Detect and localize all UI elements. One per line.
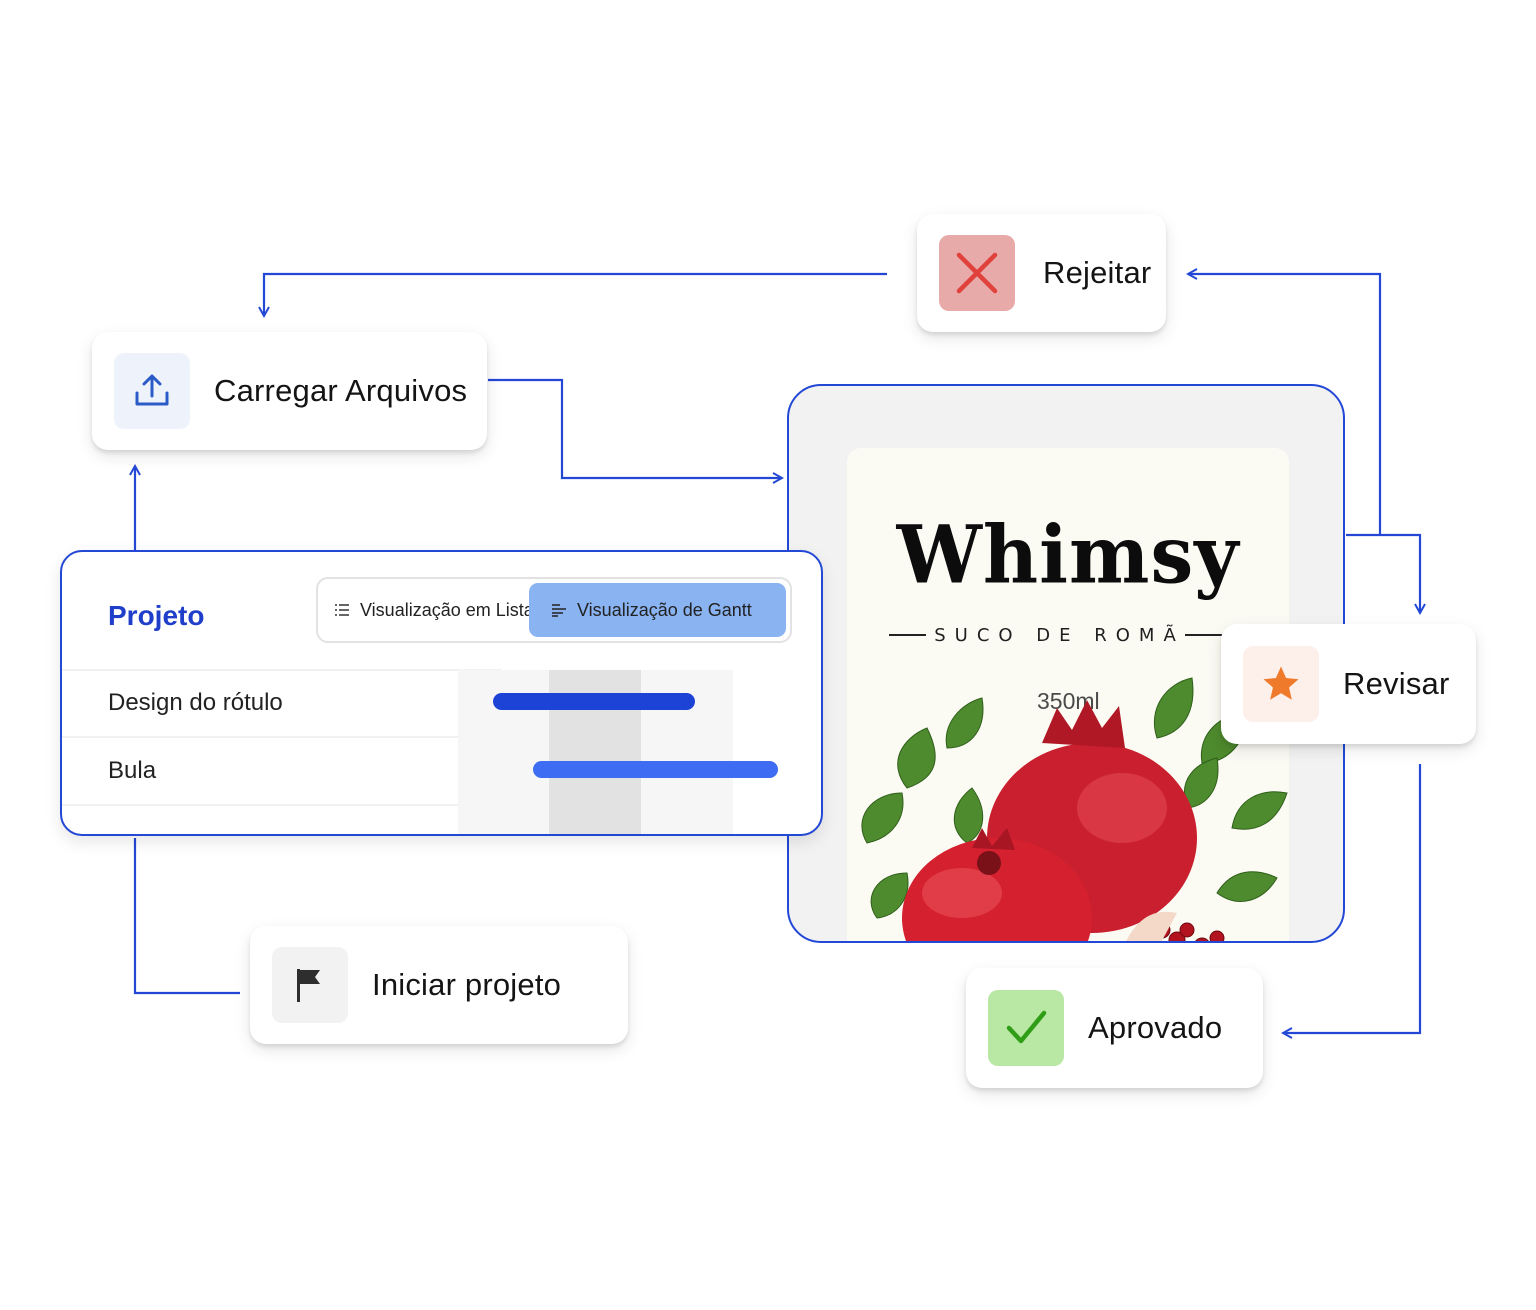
label-subtitle-row: SUCO DE ROMÃ [889, 623, 1223, 647]
checkmark-icon [988, 990, 1064, 1066]
upload-files-node[interactable]: Carregar Arquivos [92, 332, 487, 450]
row-divider [62, 804, 502, 806]
project-title: Projeto [108, 600, 205, 631]
reject-label: Rejeitar [1043, 255, 1152, 290]
gantt-icon [552, 604, 566, 617]
connector-upload-to-label [488, 378, 782, 478]
label-subtitle: SUCO DE ROMÃ [934, 624, 1185, 646]
connector-label-to-review [1346, 533, 1420, 613]
x-mark-icon [939, 235, 1015, 311]
gantt-view-label: Visualização de Gantt [577, 599, 752, 620]
row-divider [62, 669, 502, 671]
product-label-preview: Whimsy SUCO DE ROMÃ 350ml [787, 384, 1345, 943]
flag-icon [272, 947, 348, 1023]
gantt-bar-bula[interactable] [533, 761, 778, 778]
pomegranate-illustration [861, 677, 1288, 941]
gantt-bar-design[interactable] [493, 693, 695, 710]
approved-node[interactable]: Aprovado [966, 968, 1263, 1088]
brand-name: Whimsy [896, 507, 1240, 602]
list-view-button[interactable]: Visualização em Lista [322, 583, 534, 637]
task-name: Design do rótulo [108, 689, 283, 716]
gantt-view-button[interactable]: Visualização de Gantt [529, 583, 786, 637]
list-icon [335, 604, 349, 616]
star-icon [1243, 646, 1319, 722]
start-project-node[interactable]: Iniciar projeto [250, 926, 628, 1044]
reject-node[interactable]: Rejeitar [917, 214, 1166, 332]
task-name: Bula [108, 757, 157, 784]
start-project-label: Iniciar projeto [372, 967, 562, 1002]
approved-label: Aprovado [1088, 1010, 1223, 1045]
review-label: Revisar [1343, 666, 1450, 701]
list-view-label: Visualização em Lista [360, 599, 534, 620]
subtitle-rule-left [889, 634, 927, 636]
review-node[interactable]: Revisar [1221, 624, 1476, 744]
upload-files-label: Carregar Arquivos [214, 373, 468, 408]
label-artwork: Whimsy SUCO DE ROMÃ 350ml [847, 448, 1289, 941]
upload-icon [114, 353, 190, 429]
subtitle-rule-right [1184, 634, 1223, 636]
connector-start-to-project [133, 838, 240, 995]
project-panel: Projeto Visualização em Lista Visualizaç… [60, 550, 823, 836]
task-row[interactable]: Design do rótulo [62, 670, 502, 736]
row-divider [62, 736, 502, 738]
view-toggle: Visualização em Lista Visualização de Ga… [316, 577, 792, 643]
connector-reject-to-upload [264, 272, 887, 316]
task-row[interactable]: Bula [62, 738, 502, 804]
